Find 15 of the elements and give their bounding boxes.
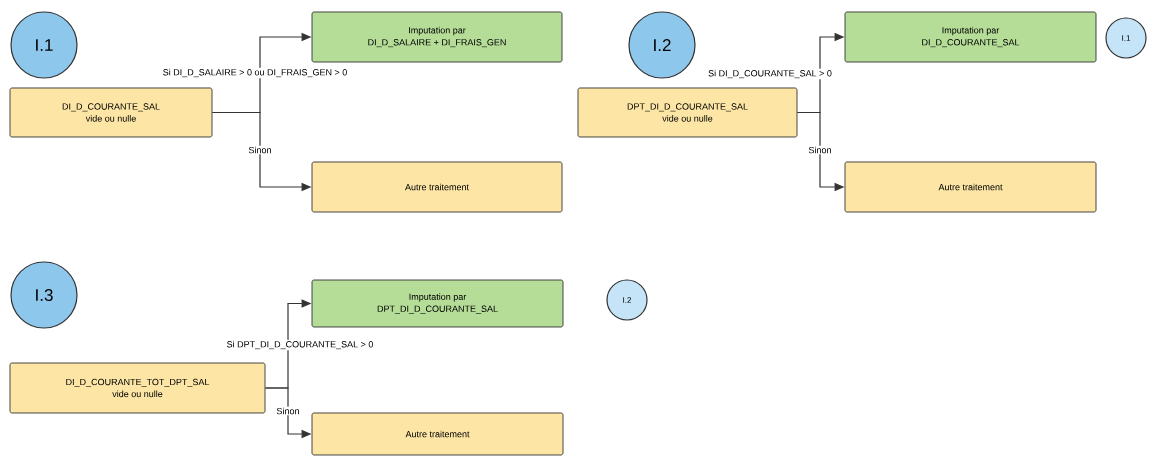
result-box: Imputation par DPT_DI_D_COURANTE_SAL xyxy=(311,279,564,328)
edge-label: Sinon xyxy=(807,145,833,155)
result-box: Imputation par DI_D_COURANTE_SAL xyxy=(844,11,1097,63)
edge-label: Si DPT_DI_D_COURANTE_SAL > 0 xyxy=(225,339,375,351)
condition-box: DPT_DI_D_COURANTE_SAL vide ou nulle xyxy=(577,87,798,138)
condition-box: DI_D_COURANTE_SAL vide ou nulle xyxy=(9,87,213,138)
process-box: Autre traitement xyxy=(844,161,1097,213)
process-box: Autre traitement xyxy=(311,412,564,456)
result-box: Imputation par DI_D_SALAIRE + DI_FRAIS_GEN xyxy=(311,11,563,63)
process-box: Autre traitement xyxy=(311,161,563,213)
edge-label: Si DI_D_COURANTE_SAL > 0 xyxy=(707,68,833,80)
edge-label: Sinon xyxy=(247,145,273,155)
edge-label: Sinon xyxy=(275,406,301,416)
condition-box: DI_D_COURANTE_TOT_DPT_SAL vide ou nulle xyxy=(9,362,266,414)
edge-label: Si DI_D_SALAIRE > 0 ou DI_FRAIS_GEN > 0 xyxy=(161,67,349,79)
